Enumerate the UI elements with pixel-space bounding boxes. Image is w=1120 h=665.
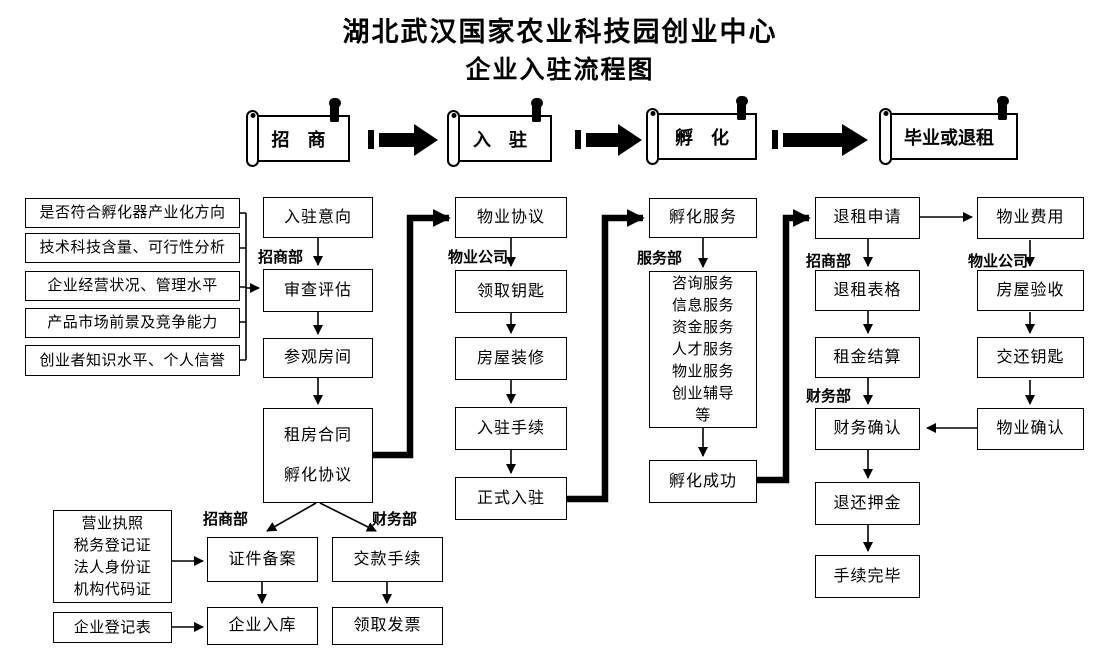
flow-box-contract: 租房合同 孵化协议 (263, 408, 373, 503)
flow-box-property-fee: 物业费用 (977, 197, 1084, 239)
flow-box-complete: 手续完毕 (815, 555, 920, 598)
service-item: 咨询服务 (671, 275, 734, 292)
banner-arrows (368, 124, 868, 156)
contract-line: 租房合同 (283, 427, 352, 445)
banner-label: 招 商 (271, 129, 326, 150)
doc-item: 税务登记证 (73, 537, 152, 554)
scroll-rod-icon (447, 110, 460, 167)
banner-label: 入 驻 (473, 129, 527, 150)
flow-box-official-movein: 正式入驻 (455, 477, 567, 520)
flow-arrows (172, 212, 1035, 632)
flow-box-movein-procedure: 入驻手续 (455, 407, 567, 450)
flow-box-get-keys: 领取钥匙 (455, 270, 567, 313)
scroll-pin-icon (996, 96, 1009, 120)
dept-label-property-1: 物业公司 (448, 249, 509, 266)
scroll-pin-icon (328, 98, 341, 122)
thick-connectors (373, 209, 811, 503)
page-title: 湖北武汉国家农业科技园创业中心 (342, 17, 778, 47)
flow-box-exit-form: 退租表格 (815, 270, 920, 311)
service-item: 人才服务 (671, 341, 734, 358)
doc-item: 法人身份证 (73, 559, 152, 576)
scroll-pin-icon (735, 96, 748, 120)
flow-box-invoice: 领取发票 (332, 607, 443, 645)
service-item: 信息服务 (671, 297, 734, 314)
banner-graduate: 毕业或退租 (879, 96, 1018, 165)
dept-label-recruit-3: 招商部 (806, 253, 852, 270)
scroll-rod-icon (646, 108, 659, 165)
contract-line: 孵化协议 (283, 466, 352, 484)
docs-box: 营业执照 税务登记证 法人身份证 机构代码证 (53, 510, 172, 603)
banner-recruit: 招 商 (246, 98, 350, 167)
doc-item: 营业执照 (81, 515, 144, 532)
banner-label: 毕业或退租 (904, 127, 994, 148)
flow-box-cert-filing: 证件备案 (207, 537, 318, 582)
flow-box-review: 审查评估 (263, 269, 373, 312)
scroll-rod-icon (879, 108, 892, 165)
service-item: 创业辅导 (671, 385, 734, 402)
criteria-bracket (240, 212, 260, 361)
flow-box-enterprise-store: 企业入库 (207, 607, 318, 645)
banner-label: 孵 化 (675, 127, 729, 148)
flow-box-deposit-return: 退还押金 (815, 482, 920, 525)
flow-box-incubation-success: 孵化成功 (649, 460, 757, 503)
criteria-item: 技术科技含量、可行性分析 (25, 233, 240, 263)
flow-box-rent-settlement: 租金结算 (815, 337, 920, 378)
dept-label-finance-2: 财务部 (806, 388, 852, 405)
dept-label-finance-1: 财务部 (372, 511, 418, 528)
criteria-item: 是否符合孵化器产业化方向 (25, 198, 240, 228)
banner-incubate: 孵 化 (646, 96, 757, 165)
flow-box-incubation-service: 孵化服务 (649, 198, 757, 238)
scroll-pin-icon (530, 98, 543, 122)
service-item: 资金服务 (671, 319, 734, 336)
scroll-rod-icon (246, 110, 259, 167)
flow-box-intent: 入驻意向 (263, 197, 373, 238)
flow-box-exit-apply: 退租申请 (815, 197, 920, 239)
flow-box-renovation: 房屋装修 (455, 337, 567, 380)
flow-box-return-keys: 交还钥匙 (977, 337, 1084, 378)
page-subtitle: 企业入驻流程图 (465, 57, 655, 84)
reg-form-box: 企业登记表 (53, 612, 172, 643)
services-list-box: 咨询服务 信息服务 资金服务 人才服务 物业服务 创业辅导 等 (649, 271, 757, 428)
flow-box-finance-confirm: 财务确认 (815, 408, 920, 450)
dept-label-recruit-2: 招商部 (203, 511, 249, 528)
criteria-item: 创业者知识水平、个人信誉 (25, 345, 240, 376)
flow-box-visit: 参观房间 (263, 338, 373, 378)
flow-box-property-confirm: 物业确认 (977, 408, 1084, 450)
dept-label-recruit-1: 招商部 (258, 249, 304, 266)
flow-box-payment: 交款手续 (332, 537, 443, 582)
service-item: 等 (695, 407, 711, 424)
dept-label-property-2: 物业公司 (968, 253, 1029, 270)
criteria-item: 产品市场前景及竞争能力 (25, 308, 240, 338)
flow-box-property-agreement: 物业协议 (455, 197, 567, 238)
service-item: 物业服务 (671, 363, 734, 380)
flow-box-house-inspection: 房屋验收 (977, 270, 1084, 311)
doc-item: 机构代码证 (73, 581, 152, 598)
banner-movein: 入 驻 (447, 98, 552, 167)
dept-label-service-1: 服务部 (637, 250, 683, 267)
criteria-item: 企业经营状况、管理水平 (25, 271, 240, 301)
